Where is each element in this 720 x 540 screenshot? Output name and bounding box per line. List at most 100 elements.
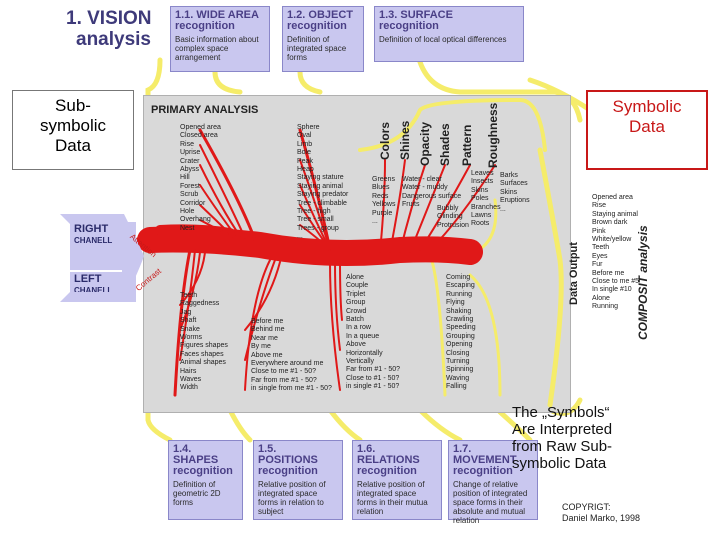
list-item: in single from me #1 - 50?	[251, 385, 332, 393]
box-title: 1.6. RELATIONS	[357, 443, 420, 466]
list-item: Waving	[446, 374, 470, 382]
copyright-line-2: Daniel Marko, 1998	[562, 513, 641, 523]
header-pattern: Pattern	[460, 124, 474, 166]
list-item: Skins	[471, 186, 489, 194]
list-item: Limb	[297, 140, 313, 148]
list-item: By me	[251, 343, 271, 351]
list-item: Roots	[471, 220, 490, 228]
right-channel-title: RIGHT	[74, 223, 109, 235]
list-item: Far from me #1 - 50?	[251, 376, 317, 384]
list-item: Raggedness	[180, 300, 220, 308]
list-item: Scrub	[180, 191, 199, 199]
primary-analysis-title: PRIMARY ANALYSIS	[151, 104, 259, 116]
box-description: Definition of local optical differences	[379, 35, 507, 44]
list-item: ...	[372, 218, 378, 226]
list-item: Snake	[180, 325, 200, 333]
copyright-line-1: COPYRIGT:	[562, 502, 611, 512]
header-shades: Shades	[438, 123, 452, 166]
list-item: Abyss	[180, 166, 200, 174]
composit-analysis-label: COMPOSIT analysis	[636, 225, 650, 340]
copyright-note: COPYRIGT: Daniel Marko, 1998	[562, 502, 640, 524]
positions-recognition-box: 1.5. POSITIONS recognition Relative posi…	[253, 440, 343, 520]
list-item: Worms	[180, 334, 203, 342]
list-item: Everywhere around me	[251, 360, 324, 368]
list-item: Rise	[592, 202, 607, 210]
list-item: Animal shapes	[180, 359, 226, 367]
list-item: in single #1 - 50?	[346, 383, 400, 391]
title-line-2: analysis	[76, 29, 151, 50]
list-item: Close to me #1 - 50?	[251, 368, 316, 376]
list-item: Grouping	[446, 332, 475, 340]
list-item: Jag	[180, 308, 192, 316]
list-item: Figures shapes	[180, 342, 228, 350]
list-item: Glinding	[437, 213, 463, 221]
list-item: Triplet	[346, 290, 366, 298]
list-item: Crater	[180, 157, 200, 165]
box-subtitle: recognition	[173, 465, 233, 477]
list-item: Tree - high	[297, 208, 331, 216]
box-description: Change of relative position of integrate…	[453, 480, 528, 525]
list-item: Alone	[346, 274, 364, 281]
list-item: Skins	[500, 188, 518, 196]
list-item: Bubbly	[437, 205, 459, 212]
list-item: Brown dark	[592, 219, 628, 227]
list-item: Above	[346, 341, 366, 349]
diagram-title: 1. VISION analysis	[66, 8, 152, 50]
list-item: Waves	[180, 376, 202, 384]
box-title: 1.2. OBJECT	[287, 9, 354, 21]
list-item: Teeth	[592, 244, 610, 252]
list-item: Greens	[372, 176, 395, 183]
list-item: Nest	[180, 224, 195, 232]
list-item: Yellows	[372, 201, 396, 209]
list-item: Shaking	[446, 307, 472, 315]
box-title: 1.7. MOVEMENT	[453, 443, 517, 466]
list-item: Opened area	[180, 124, 221, 131]
box-subtitle: recognition	[357, 465, 417, 477]
symbols-note-line-4: symbolic Data	[512, 455, 607, 472]
list-item: Dangerous surface	[402, 192, 462, 200]
list-item: Shaft	[180, 317, 197, 325]
symbols-note-line-2: Are Interpreted	[512, 421, 613, 438]
list-item: Vertically	[346, 358, 375, 366]
symbols-note-line-3: from Raw Sub-	[512, 438, 613, 455]
box-subtitle: recognition	[175, 20, 235, 32]
list-item: Crawling	[446, 316, 474, 324]
list-item: Water - clear	[402, 176, 442, 183]
list-item: Poles	[471, 195, 489, 203]
list-item: Before me	[592, 269, 625, 277]
list-item: Crowd	[346, 307, 367, 315]
header-opacity: Opacity	[418, 121, 432, 166]
list-item: Close to #1 - 50?	[346, 374, 400, 382]
list-item: Opened area	[592, 194, 633, 201]
list-item: In a row	[346, 324, 371, 332]
list-item: Flying	[446, 299, 465, 307]
list-item: Running	[446, 290, 473, 298]
box-description: Definition of integrated space forms	[287, 35, 347, 62]
box-subtitle: recognition	[379, 20, 439, 32]
list-item: Escaping	[446, 282, 475, 290]
list-item: Overhang	[180, 216, 211, 224]
list-item: Before me	[251, 318, 284, 325]
list-item: Closing	[446, 349, 470, 357]
list-item: Staying animal	[592, 210, 638, 218]
list-item: Coming	[446, 274, 471, 281]
list-item: Width	[180, 384, 198, 392]
list-item: Barks	[500, 172, 518, 179]
list-item: White/yellow	[592, 236, 632, 244]
list-item: Uprise	[180, 149, 201, 157]
left-channel-title: LEFT	[74, 273, 102, 285]
left-channel-sub: CHANELL	[74, 286, 113, 295]
list-item: Couple	[346, 282, 369, 290]
list-item: Leaves	[471, 170, 494, 177]
list-item: Pink	[592, 227, 606, 235]
list-item: Running	[592, 303, 619, 311]
list-item: Fruits	[402, 201, 420, 209]
sub-symbolic-data-label: Sub-symbolic Data	[39, 96, 107, 155]
